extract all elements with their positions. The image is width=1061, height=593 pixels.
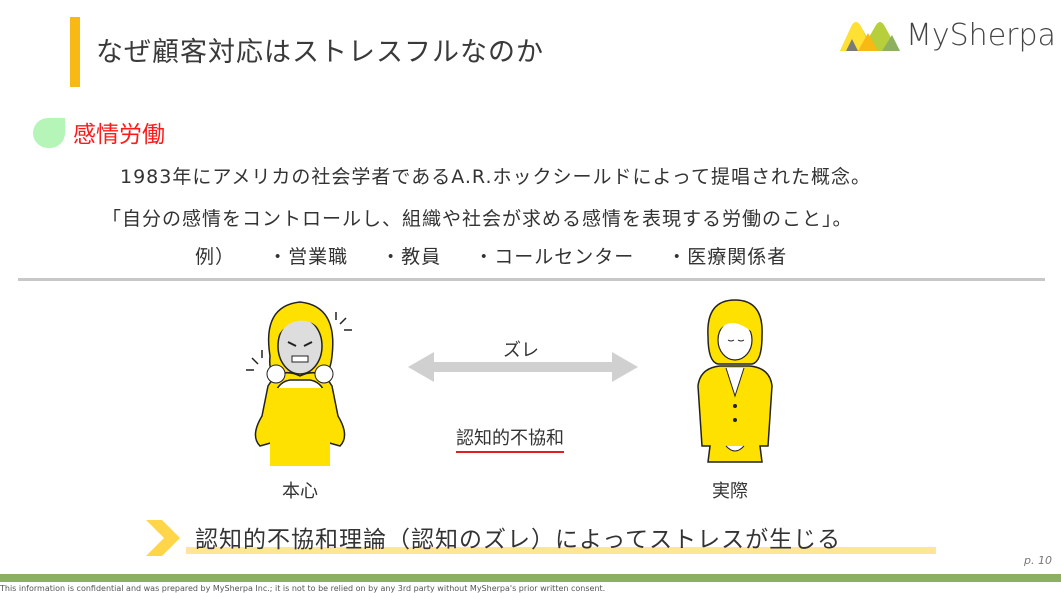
example-item: ・営業職 (268, 246, 349, 268)
bowing-woman-illustration (697, 299, 773, 463)
definition-line-1: 1983年にアメリカの社会学者であるA.R.ホックシールドによって提唱された概念… (120, 166, 871, 188)
true-feelings-label: 本心 (282, 481, 318, 502)
example-item: ・医療関係者 (667, 246, 788, 268)
logo: MySherpa (838, 18, 1056, 53)
cognitive-dissonance-label: 認知的不協和 (456, 424, 564, 453)
examples-label: 例） (195, 246, 236, 268)
arrow-label: ズレ (503, 340, 539, 361)
definition-line-2: 「自分の感情をコントロールし、組織や社会が求める感情を表現する労働のこと」。 (102, 208, 853, 230)
footer-bar (0, 574, 1061, 582)
actual-behavior-label: 実際 (712, 481, 748, 502)
example-item: ・コールセンター (474, 246, 635, 268)
double-arrow-icon (408, 352, 638, 382)
examples-line: 例） ・営業職 ・教員 ・コールセンター ・医療関係者 (195, 242, 813, 269)
confidentiality-notice: This information is confidential and was… (0, 584, 606, 593)
logo-text: MySherpa (906, 18, 1056, 53)
page-title: なぜ顧客対応はストレスフルなのか (96, 37, 544, 68)
leaf-bullet-icon (33, 118, 65, 148)
angry-woman-illustration (246, 301, 352, 466)
chevron-right-icon (146, 520, 180, 556)
mountain-logo-icon (840, 21, 900, 51)
page-number: p. 10 (1024, 554, 1052, 567)
divider (18, 278, 1045, 281)
example-item: ・教員 (381, 246, 442, 268)
title-accent-bar (70, 17, 80, 87)
conclusion-text: 認知的不協和理論（認知のズレ）によってストレスが生じる (195, 527, 842, 553)
conclusion-highlight (186, 547, 936, 554)
section-heading: 感情労働 (73, 122, 165, 148)
